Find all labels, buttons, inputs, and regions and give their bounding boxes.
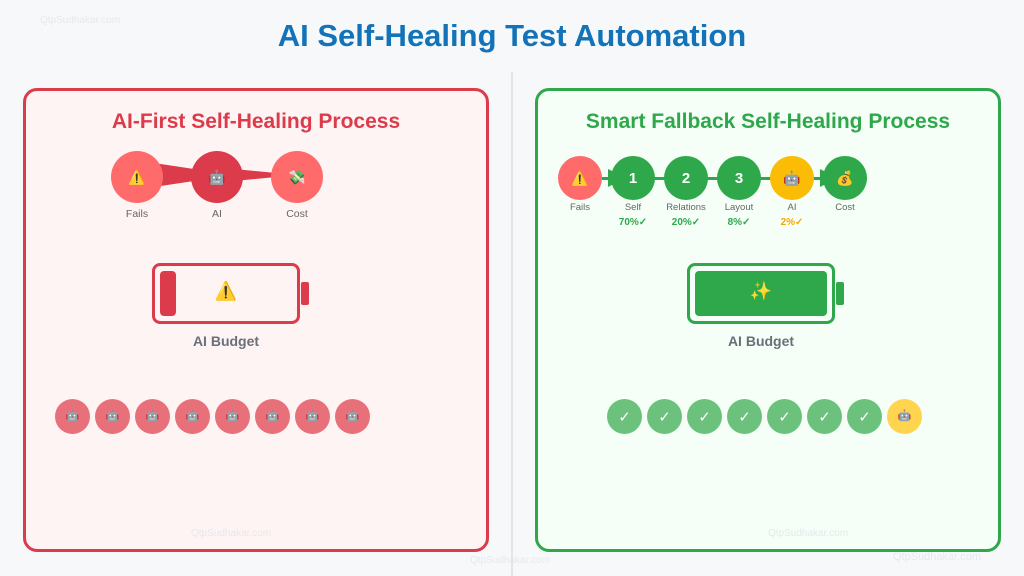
flow-node-ai: 🤖 (770, 156, 814, 200)
result-dot-success: ✓ (647, 399, 682, 434)
robot-icon: 🤖 (225, 410, 240, 422)
flow-node-relations: 2 (664, 156, 708, 200)
divider (511, 72, 513, 576)
flow-label-cost: Cost (835, 202, 855, 213)
arrow-icon (608, 169, 626, 187)
arrow-icon (820, 169, 838, 187)
checkmark-icon: ✓ (658, 408, 671, 426)
connector-ai-cost (234, 169, 276, 181)
result-dot-success: ✓ (847, 399, 882, 434)
warning-icon: ⚠️ (128, 169, 146, 185)
battery-label: AI Budget (727, 333, 795, 349)
panel-title: Smart Fallback Self-Healing Process (585, 110, 951, 133)
result-dot-ai: 🤖 (175, 399, 210, 434)
battery-label: AI Budget (192, 333, 260, 349)
checkmark-icon: ✓ (738, 408, 751, 426)
robot-icon: 🤖 (185, 410, 200, 422)
checkmark-icon: ✓ (698, 408, 711, 426)
sparkles-icon: ✨ (749, 281, 773, 301)
result-dot-success: ✓ (607, 399, 642, 434)
result-dot-ai: 🤖 (887, 399, 922, 434)
smart-fallback-panel: Smart Fallback Self-Healing Process ⚠️ Fa… (535, 88, 1001, 552)
warning-icon: ⚠️ (214, 281, 238, 301)
flow-node-ai: 🤖 (191, 151, 243, 203)
flow-node-cost: 💸 (271, 151, 323, 203)
warning-icon: ⚠️ (571, 170, 589, 186)
result-dot-ai: 🤖 (255, 399, 290, 434)
step-number: 2 (681, 169, 691, 187)
flow-label-cost: Cost (286, 208, 308, 220)
result-dot-success: ✓ (687, 399, 722, 434)
ai-budget-battery: ⚠️ (152, 263, 300, 324)
flow-label-fails: Fails (569, 202, 591, 213)
step-number: 3 (734, 169, 744, 187)
flow-label-fails: Fails (125, 208, 149, 220)
checkmark-icon: ✓ (778, 408, 791, 426)
robot-icon: 🤖 (897, 410, 912, 422)
robot-icon: 🤖 (65, 410, 80, 422)
watermark: QtpSudhakar.com (893, 551, 982, 563)
robot-icon: 🤖 (145, 410, 160, 422)
result-dot-ai: 🤖 (215, 399, 250, 434)
checkmark-icon: ✓ (818, 408, 831, 426)
result-dot-success: ✓ (807, 399, 842, 434)
money-wings-icon: 💸 (288, 169, 306, 185)
money-bag-icon: 💰 (836, 170, 854, 186)
checkmark-icon: ✓ (618, 408, 631, 426)
watermark: QtpSudhakar.com (470, 555, 551, 566)
result-dot-ai: 🤖 (295, 399, 330, 434)
watermark: QtpSudhakar.com (768, 528, 849, 539)
robot-icon: 🤖 (208, 169, 226, 185)
flow-connectors (154, 163, 276, 187)
robot-icon: 🤖 (783, 170, 801, 186)
success-percent: 20%✓ (671, 217, 701, 228)
robot-icon: 🤖 (105, 410, 120, 422)
result-dot-ai: 🤖 (95, 399, 130, 434)
battery-cap (301, 282, 309, 305)
flow-label-ai: AI (787, 202, 797, 213)
ai-budget-battery: ✨ (687, 263, 835, 324)
panel-title: AI-First Self-Healing Process (111, 110, 401, 133)
page-title: AI Self-Healing Test Automation (277, 18, 747, 53)
result-dot-success: ✓ (767, 399, 802, 434)
flow-node-fails: ⚠️ (558, 156, 602, 200)
flow-label-layout: Layout (724, 202, 754, 213)
robot-icon: 🤖 (305, 410, 320, 422)
flow-node-layout: 3 (717, 156, 761, 200)
success-percent: 70%✓ (618, 217, 648, 228)
battery-fill (160, 271, 176, 316)
success-percent: 8%✓ (727, 217, 751, 228)
flow-label-self: Self (624, 202, 642, 213)
flow-label-ai: AI (212, 208, 222, 220)
result-dot-ai: 🤖 (55, 399, 90, 434)
battery-cap (836, 282, 844, 305)
result-dot-ai: 🤖 (335, 399, 370, 434)
result-dot-success: ✓ (727, 399, 762, 434)
success-percent: 2%✓ (780, 217, 804, 228)
connector-fails-ai (154, 163, 194, 187)
checkmark-icon: ✓ (858, 408, 871, 426)
result-dot-ai: 🤖 (135, 399, 170, 434)
flow-label-relations: Relations (666, 202, 706, 213)
watermark: QtpSudhakar.com (191, 528, 272, 539)
battery-fill (695, 271, 827, 316)
robot-icon: 🤖 (345, 410, 360, 422)
flow-node-fails: ⚠️ (111, 151, 163, 203)
ai-first-panel: AI-First Self-Healing Process ⚠️ Fails 🤖… (23, 88, 489, 552)
step-number: 1 (628, 169, 638, 187)
watermark: QtpSudhakar.com (40, 15, 121, 26)
robot-icon: 🤖 (265, 410, 280, 422)
